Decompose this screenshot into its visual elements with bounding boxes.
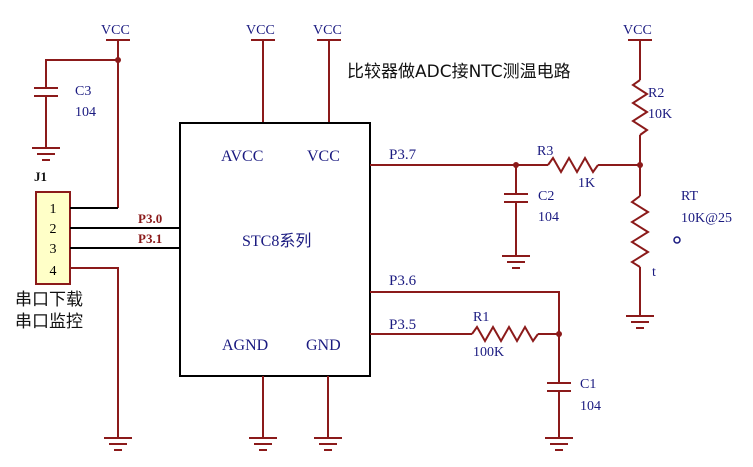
mcu-body	[179, 122, 371, 377]
r3-ref: R3	[537, 144, 553, 159]
pin-gnd: GND	[306, 337, 341, 354]
r2-value: 10K	[648, 107, 672, 122]
vcc-label: VCC	[313, 23, 342, 38]
net-label-p35: P3.5	[389, 317, 416, 333]
r3-value: 1K	[578, 176, 595, 191]
pin-vcc: VCC	[307, 148, 340, 165]
c3-ref: C3	[75, 84, 91, 99]
connector-j1-body	[35, 191, 71, 285]
vcc-symbol-vcc: VCC	[313, 23, 342, 123]
ground-symbol-rt	[626, 315, 654, 329]
ground-symbol-c1	[545, 437, 573, 451]
vcc-label: VCC	[246, 23, 275, 38]
connector-pin-2: 2	[50, 222, 57, 237]
vcc-label: VCC	[623, 23, 652, 38]
net-label-p30: P3.0	[138, 211, 162, 226]
ground-symbol-gnd	[314, 437, 342, 451]
r1-ref: R1	[473, 310, 489, 325]
net-label-p36: P3.6	[389, 273, 417, 289]
connector-label-monitor: 串口监控	[15, 312, 83, 332]
connector-label-download: 串口下载	[15, 290, 83, 310]
net-label-p37: P3.7	[389, 147, 417, 163]
diagram-title: 比较器做ADC接NTC测温电路	[347, 62, 571, 82]
connector-pin-3: 3	[50, 242, 57, 257]
pin-agnd: AGND	[222, 337, 268, 354]
vcc-symbol-c3: VCC	[101, 23, 130, 60]
ground-symbol-c2	[502, 255, 530, 269]
resistor-r2: R2 10K	[631, 79, 672, 165]
ground-symbol-j1	[104, 437, 132, 451]
rt-value: 10K@25	[681, 211, 732, 226]
capacitor-c1: C1 104	[547, 334, 601, 438]
ground-symbol-agnd	[249, 437, 277, 451]
connector-ref: J1	[34, 169, 47, 184]
r2-ref: R2	[648, 86, 664, 101]
ground-symbol-c3	[32, 147, 60, 161]
c2-ref: C2	[538, 189, 554, 204]
vcc-symbol-avcc: VCC	[246, 23, 275, 123]
rt-mark: t	[652, 265, 656, 280]
capacitor-c3: C3 104	[34, 57, 121, 148]
connector-pin-1: 1	[50, 202, 57, 217]
vcc-label: VCC	[101, 23, 130, 38]
pin-avcc: AVCC	[221, 148, 263, 165]
resistor-r3: R3 1K	[537, 144, 599, 191]
mcu-name: STC8系列	[242, 232, 311, 250]
c2-value: 104	[538, 210, 559, 225]
connector-pin-4: 4	[50, 264, 57, 279]
capacitor-c2: C2 104	[504, 165, 559, 256]
wire-p36	[370, 291, 560, 334]
thermistor-rt: RT 10K@25 t	[630, 165, 732, 316]
net-label-p31: P3.1	[138, 231, 162, 246]
r1-value: 100K	[473, 345, 504, 360]
c1-value: 104	[580, 399, 601, 414]
resistor-r1: R1 100K	[471, 310, 539, 360]
vcc-symbol-r2: VCC	[623, 23, 652, 80]
c1-ref: C1	[580, 377, 596, 392]
c3-value: 104	[75, 105, 96, 120]
rt-ref: RT	[681, 189, 698, 204]
